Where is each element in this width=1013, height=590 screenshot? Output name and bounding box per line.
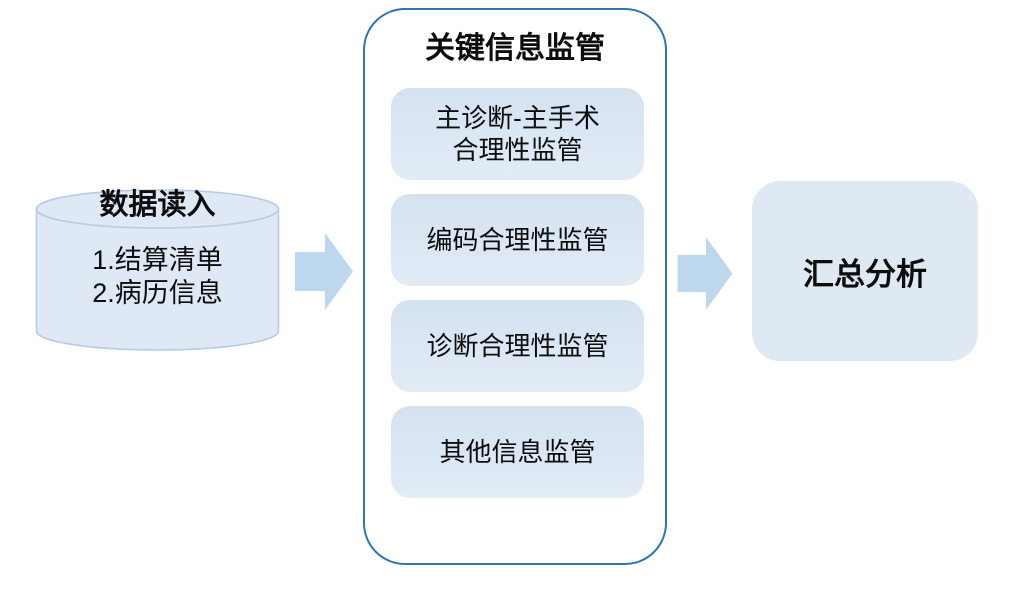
- data-input-title: 数据读入: [99, 189, 216, 221]
- supervision-step-other-info: 其他信息监管: [391, 406, 644, 498]
- flow-arrow-right-icon: [295, 233, 353, 310]
- supervision-step-diagnosis: 诊断合理性监管: [391, 300, 644, 392]
- key-info-supervision-container: 关键信息监管 主诊断-主手术 合理性监管 编码合理性监管 诊断合理性监管 其他信…: [363, 8, 667, 565]
- data-input-cylinder: 数据读入 1.结算清单 2.病历信息: [35, 188, 280, 352]
- summary-analysis-box: 汇总分析: [752, 181, 978, 361]
- data-input-item-2: 2.病历信息: [92, 278, 223, 308]
- data-input-item-1: 1.结算清单: [92, 245, 223, 275]
- database-cylinder-icon: [35, 189, 280, 351]
- summary-analysis-label: 汇总分析: [803, 256, 927, 292]
- supervision-step-coding: 编码合理性监管: [391, 194, 644, 286]
- data-input-items: 1.结算清单 2.病历信息: [35, 244, 280, 310]
- flow-arrow-right-icon: [677, 237, 733, 310]
- supervision-title: 关键信息监管: [425, 32, 605, 65]
- supervision-step-main-diagnosis-surgery: 主诊断-主手术 合理性监管: [391, 88, 644, 180]
